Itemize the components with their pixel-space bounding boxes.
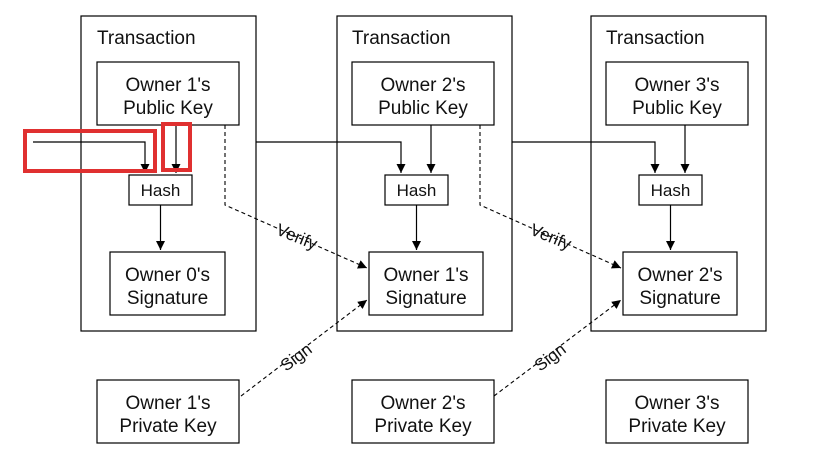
transaction-3-public-key-line2: Public Key <box>632 98 722 119</box>
tx2-to-tx3-hash-edge <box>512 141 660 173</box>
private-key-3-box <box>605 379 749 444</box>
transaction-1-hash-label: Hash <box>141 181 181 200</box>
verify-label-2: Verify <box>528 220 575 254</box>
sign-label-2: Sign <box>531 340 570 376</box>
private-key-2-box <box>351 379 495 444</box>
transaction-3: Transaction Owner 3's Public Key Hash Ow… <box>590 15 767 332</box>
verify-edge-2 <box>479 125 622 269</box>
private-key-1-box <box>96 379 240 444</box>
private-keys: Owner 1's Private Key Owner 2's Private … <box>96 379 749 444</box>
transaction-1-public-key-line1: Owner 1's <box>126 75 211 96</box>
sign-edge-1 <box>240 299 368 397</box>
transaction-3-title: Transaction <box>606 28 705 49</box>
transaction-3-signature-box <box>622 251 738 316</box>
transaction-2-public-key-box <box>351 61 495 126</box>
highlight-box-pubkey-edge <box>161 122 192 172</box>
transaction-2-signature-box <box>368 251 484 316</box>
private-key-1-line1: Owner 1's <box>126 393 211 414</box>
private-key-2-line1: Owner 2's <box>381 393 466 414</box>
tx1-incoming-edge <box>33 141 150 173</box>
transaction-2-signature-line1: Owner 1's <box>384 265 469 286</box>
transaction-1: Transaction Owner 1's Public Key Hash Ow… <box>80 15 257 332</box>
private-key-1-line2: Private Key <box>119 416 217 437</box>
transaction-2-public-key-line2: Public Key <box>378 98 468 119</box>
private-key-3-line2: Private Key <box>628 416 726 437</box>
verify-label-1: Verify <box>274 220 321 254</box>
verify-edge-1 <box>224 125 368 269</box>
dashed-edges <box>224 125 622 397</box>
private-key-2-line2: Private Key <box>374 416 472 437</box>
transaction-3-hash-box <box>638 174 703 206</box>
sign-label-1: Sign <box>277 340 316 376</box>
transaction-3-signature-line1: Owner 2's <box>638 265 723 286</box>
transaction-2-signature-line2: Signature <box>385 288 466 309</box>
transaction-2: Transaction Owner 2's Public Key Hash Ow… <box>336 15 513 332</box>
transaction-1-title: Transaction <box>97 28 196 49</box>
sign-edge-2 <box>493 299 622 397</box>
transaction-2-title: Transaction <box>352 28 451 49</box>
transaction-1-public-key-line2: Public Key <box>123 98 213 119</box>
private-key-3-line1: Owner 3's <box>635 393 720 414</box>
transaction-3-public-key-box <box>605 61 749 126</box>
highlight-annotations <box>23 122 192 173</box>
transaction-2-hash-label: Hash <box>397 181 437 200</box>
transaction-1-public-key-box <box>96 61 240 126</box>
solid-edges <box>33 125 690 250</box>
transaction-3-hash-label: Hash <box>651 181 691 200</box>
tx1-to-tx2-hash-edge <box>256 141 406 173</box>
highlight-box-incoming-edge <box>23 129 157 173</box>
transaction-1-signature-line1: Owner 0's <box>125 265 210 286</box>
transaction-3-signature-line2: Signature <box>639 288 720 309</box>
transaction-3-public-key-line1: Owner 3's <box>635 75 720 96</box>
transaction-1-signature-box <box>109 251 226 316</box>
transaction-1-signature-line2: Signature <box>127 288 208 309</box>
transaction-2-public-key-line1: Owner 2's <box>381 75 466 96</box>
